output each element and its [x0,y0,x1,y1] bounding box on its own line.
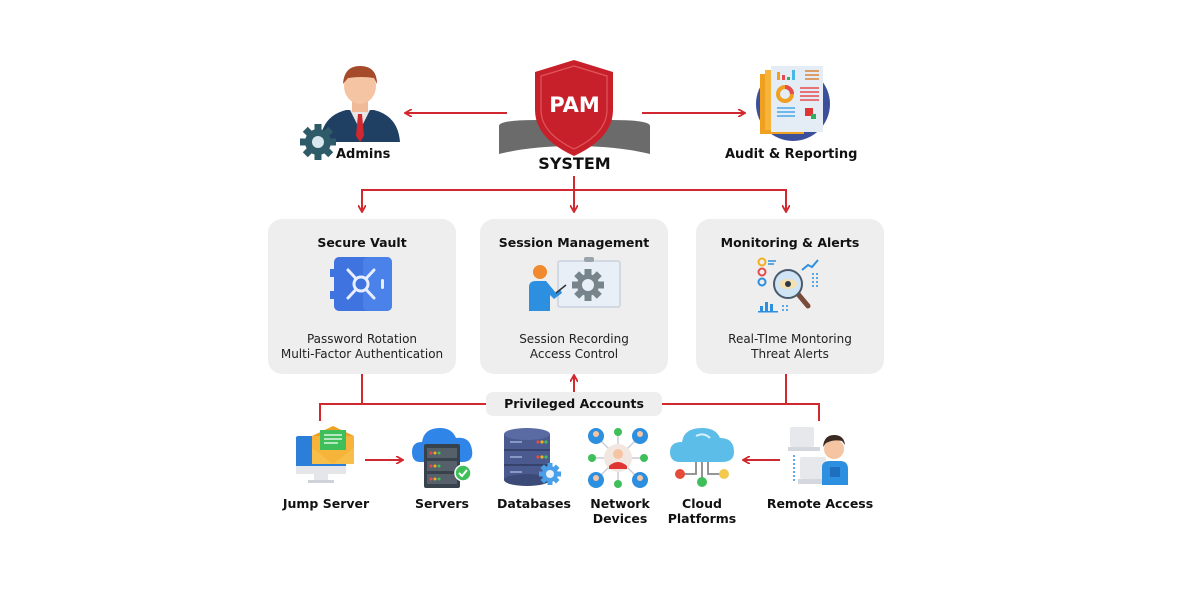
module-card-session-management: Session Management Session Recording Acc… [480,219,668,374]
module-description: Real-TIme Montoring Threat Alerts [696,332,884,362]
database-gear-icon [504,428,561,486]
audit-reporting-node: Audit & Reporting [725,62,858,166]
module-title: Session Management [498,235,650,250]
magnifier-eye-analytics-icon [757,257,820,313]
resource-label-servers: Servers [415,496,469,511]
cloud-server-check-icon [412,428,473,488]
audit-reporting-label: Audit & Reporting [725,147,858,162]
pam-shield-icon [499,60,650,156]
network-users-icon [588,428,648,488]
hub-right-branch [662,403,820,421]
module-card-secure-vault: Secure Vault Password Rotation Multi-Fac… [268,219,456,374]
module-line: Session Recording [519,332,629,346]
admins-label: Admins [336,147,391,162]
module-line: Multi-Factor Authentication [280,347,444,361]
resource-label-jump-server: Jump Server [282,496,370,511]
pam-system-label: SYSTEM [538,154,611,173]
module-title: Monitoring & Alerts [720,235,860,250]
module-line: Password Rotation [306,332,418,346]
cloud-network-icon [670,428,734,487]
module-line: Access Control [529,347,619,361]
remote-worker-laptops-icon [788,427,848,485]
module-description: Session Recording Access Control [480,332,668,362]
admins-node: Admins [300,64,410,164]
resource-label-network-devices: Network Devices [590,496,650,526]
report-documents-icon [756,66,830,141]
pam-system-node: PAM SYSTEM [497,58,652,178]
monitor-envelope-icon [296,426,354,483]
module-line: Real-TIme Montoring [728,332,852,346]
module-card-monitoring-alerts: Monitoring & Alerts Real-TIme Montoring … [696,219,884,374]
privileged-accounts-hub: Privileged Accounts [486,392,662,416]
hub-left-branch [319,403,486,421]
pam-badge-text: PAM [549,93,600,117]
module-title: Secure Vault [317,235,407,250]
vault-safe-icon [330,257,392,311]
module-branch [361,189,787,211]
resource-label-databases: Databases [497,496,571,511]
presentation-gear-icon [529,257,621,311]
resource-label-cloud-platforms: Cloud Platforms [667,496,737,526]
module-description: Password Rotation Multi-Factor Authentic… [268,332,456,362]
resource-label-remote-access: Remote Access [766,496,874,511]
module-line: Threat Alerts [751,347,829,361]
admin-user-with-gear-icon [300,66,400,160]
